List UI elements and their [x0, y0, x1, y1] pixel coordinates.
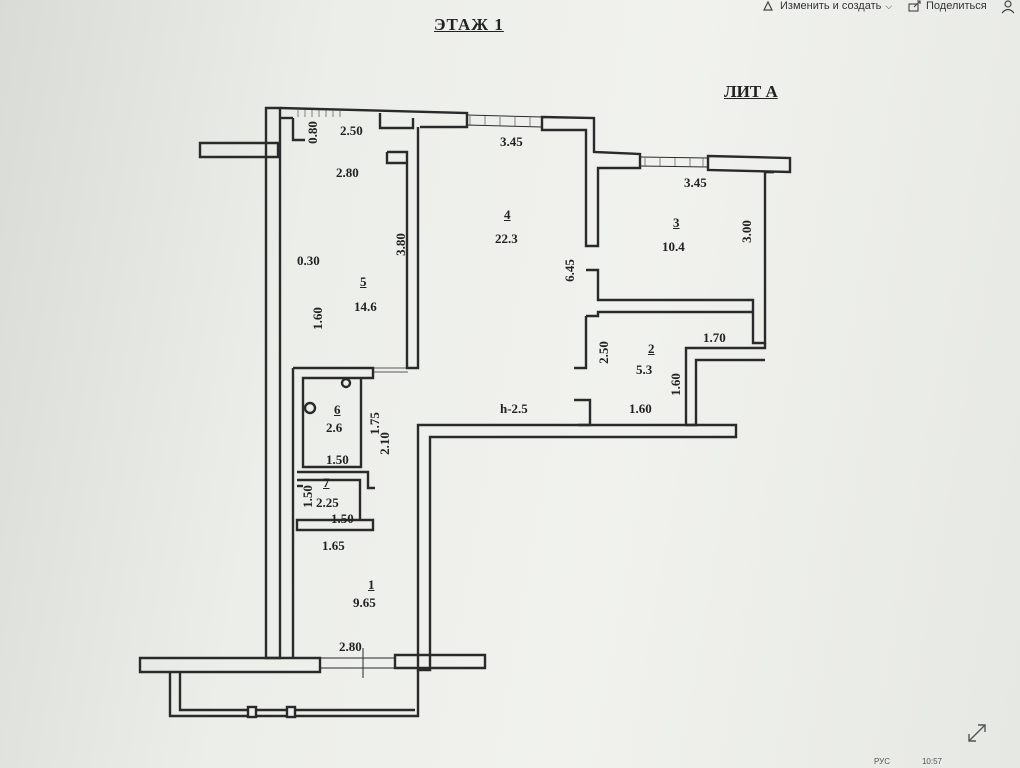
dimension-label: 2.80	[336, 165, 359, 180]
room-area: 10.4	[662, 239, 685, 254]
expand-icon[interactable]	[966, 722, 988, 744]
dimension-label: 2.10	[376, 432, 392, 455]
viewer-toolbar: Изменить и создать ⌵ Поделиться	[740, 0, 1020, 22]
chevron-down-icon: ⌵	[885, 0, 893, 11]
dimension-label: 1.50	[326, 452, 349, 467]
dimension-label: 3.80	[392, 233, 408, 256]
ceiling-height-label: h-2.5	[500, 401, 528, 416]
room-area: 2.6	[326, 420, 343, 435]
room-area: 9.65	[353, 595, 376, 610]
clock: 10:57	[921, 757, 942, 766]
edit-create-icon	[763, 0, 773, 11]
dimension-label: 1.60	[629, 401, 652, 416]
lit-label: ЛИТ А	[724, 82, 778, 101]
share-icon	[908, 0, 921, 12]
dimension-label: 1.50	[331, 511, 354, 526]
taskbar: РУС 10:57	[840, 754, 1020, 768]
share-button[interactable]: Поделиться	[908, 0, 987, 12]
dimension-label: 3.00	[738, 220, 754, 243]
room-number: 3	[673, 215, 680, 230]
dimension-label: 1.50	[299, 485, 315, 508]
room-area: 22.3	[495, 231, 518, 246]
dimension-label: 1.70	[703, 330, 726, 345]
edit-create-button[interactable]: Изменить и создать ⌵	[762, 0, 892, 12]
more-options-button[interactable]	[1000, 0, 1016, 14]
room-number: 6	[334, 402, 341, 417]
room-area: 14.6	[354, 299, 377, 314]
dimension-label: 3.45	[500, 134, 523, 149]
room-number: 5	[360, 274, 367, 289]
dimension-label: 6.45	[561, 259, 577, 282]
language-indicator[interactable]: РУС	[874, 757, 891, 766]
room-number: 7	[323, 475, 330, 490]
share-label: Поделиться	[926, 0, 987, 12]
dimension-label: 1.60	[309, 307, 325, 330]
edit-create-label: Изменить и создать	[780, 0, 882, 12]
floor-title: ЭТАЖ 1	[434, 15, 504, 34]
dimension-label: 3.45	[684, 175, 707, 190]
room-area: 2.25	[316, 495, 339, 510]
dimension-label: 2.50	[340, 123, 363, 138]
dimension-label: 1.65	[322, 538, 345, 553]
dimension-label: 2.80	[339, 639, 362, 654]
dimension-label: 1.60	[667, 373, 683, 396]
room-number: 2	[648, 341, 655, 356]
dimension-label: 0.80	[304, 121, 320, 144]
dimension-label: 2.50	[595, 341, 611, 364]
room-area: 5.3	[636, 362, 653, 377]
room-number: 4	[504, 207, 511, 222]
dimension-label: 0.30	[297, 253, 320, 268]
outer-left-wall	[264, 106, 282, 660]
person-icon	[1001, 0, 1015, 14]
room-number: 1	[368, 577, 375, 592]
